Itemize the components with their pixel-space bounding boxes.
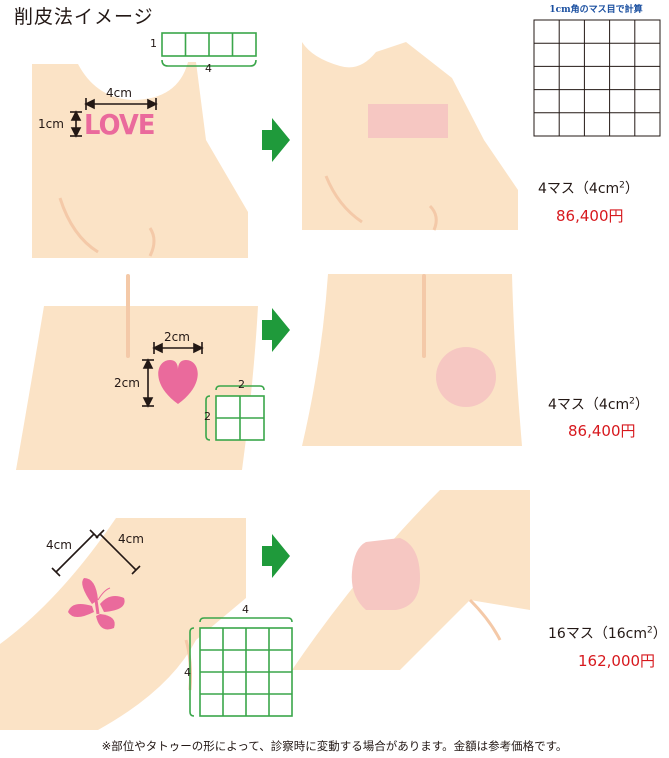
arm-width-label: 4cm xyxy=(46,538,72,552)
arm-squares-label: 16マス（16cm2） xyxy=(548,625,667,642)
arm-price: 162,000円 xyxy=(578,652,656,670)
arm-after xyxy=(292,490,530,670)
shoulder-scar xyxy=(368,104,448,138)
abdomen-scar xyxy=(436,347,496,407)
abdomen-height-label: 2cm xyxy=(114,376,140,390)
grid-abdomen xyxy=(205,385,265,441)
abdomen-after xyxy=(302,274,522,446)
legend-title: 1cm角のマス目で計算 xyxy=(549,5,643,15)
heart-icon xyxy=(158,360,198,404)
grid-abdomen-width-label: 2 xyxy=(238,378,245,391)
grid-shoulder xyxy=(161,32,257,67)
shoulder-height-label: 1cm xyxy=(38,117,64,131)
grid-abdomen-height-label: 2 xyxy=(204,410,211,423)
grid-arm-width-label: 4 xyxy=(242,603,249,616)
grid-shoulder-height-label: 1 xyxy=(150,37,157,50)
arm-height-label: 4cm xyxy=(118,532,144,546)
love-tattoo: LOVE xyxy=(84,108,155,141)
shoulder-price: 86,400円 xyxy=(556,207,624,225)
grid-arm-height-label: 4 xyxy=(184,666,191,679)
shoulder-after xyxy=(302,42,518,231)
legend-grid xyxy=(533,19,661,137)
shoulder-before xyxy=(32,62,248,258)
footnote: ※部位やタトゥーの形によって、診察時に変動する場合があります。金額は参考価格です… xyxy=(101,739,568,753)
grid-shoulder-width-label: 4 xyxy=(205,62,212,75)
arrow-right-icon xyxy=(262,308,290,352)
shoulder-squares-label: 4マス（4cm2） xyxy=(538,180,639,197)
page-title: 削皮法イメージ xyxy=(14,6,154,28)
abdomen-width-label: 2cm xyxy=(164,330,190,344)
abdomen-price: 86,400円 xyxy=(568,422,636,440)
arrow-right-icon xyxy=(262,534,290,578)
arm-scar xyxy=(351,538,420,610)
arrow-right-icon xyxy=(262,118,290,162)
abdomen-before xyxy=(16,274,258,470)
butterfly-icon xyxy=(68,578,125,630)
grid-arm xyxy=(189,617,293,717)
abdomen-squares-label: 4マス（4cm2） xyxy=(548,396,649,413)
shoulder-width-label: 4cm xyxy=(106,86,132,100)
